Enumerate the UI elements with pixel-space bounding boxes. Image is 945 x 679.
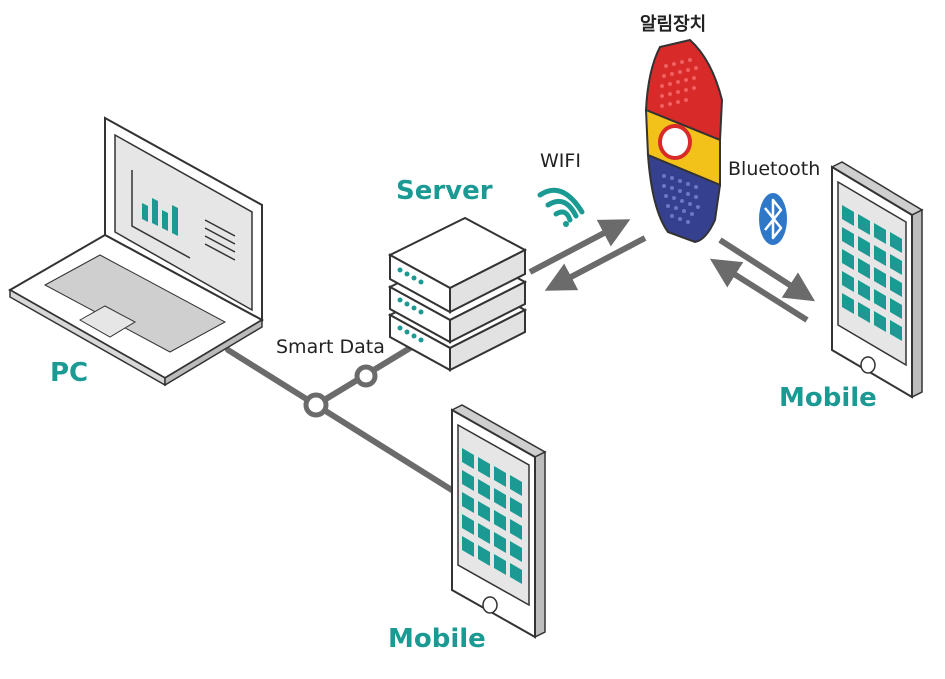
- arrow-server-to-device: [528, 219, 631, 275]
- arrow-device-to-mobile: [718, 237, 816, 302]
- smartphone-icon-right: [830, 161, 924, 399]
- smartphone-icon-bottom: [450, 404, 547, 639]
- alarm-device-label: 알림장치: [640, 14, 707, 35]
- bluetooth-icon: [759, 193, 787, 245]
- wifi-label: WIFI: [540, 150, 581, 172]
- laptop-icon: [7, 116, 265, 387]
- junction-node: [303, 392, 329, 418]
- wifi-icon: [537, 187, 585, 227]
- pc-link-line: [225, 347, 319, 408]
- bluetooth-label: Bluetooth: [728, 158, 821, 180]
- arrow-device-to-server: [544, 235, 647, 291]
- server-unit-top: [387, 216, 528, 314]
- pc-label: PC: [50, 358, 89, 388]
- mobile-bottom-label: Mobile: [388, 624, 486, 654]
- mobile-right-label: Mobile: [779, 383, 877, 413]
- arrows: [528, 219, 816, 323]
- hub-to-mobile-line: [313, 402, 458, 495]
- server-label: Server: [396, 176, 493, 206]
- connection-lines: [225, 342, 458, 495]
- junction-node-2: [354, 364, 378, 388]
- alarm-device-icon: [644, 38, 724, 244]
- smart-data-label: Smart Data: [276, 336, 385, 358]
- arrow-mobile-to-device: [709, 258, 809, 323]
- server-stack-icon: [387, 216, 528, 372]
